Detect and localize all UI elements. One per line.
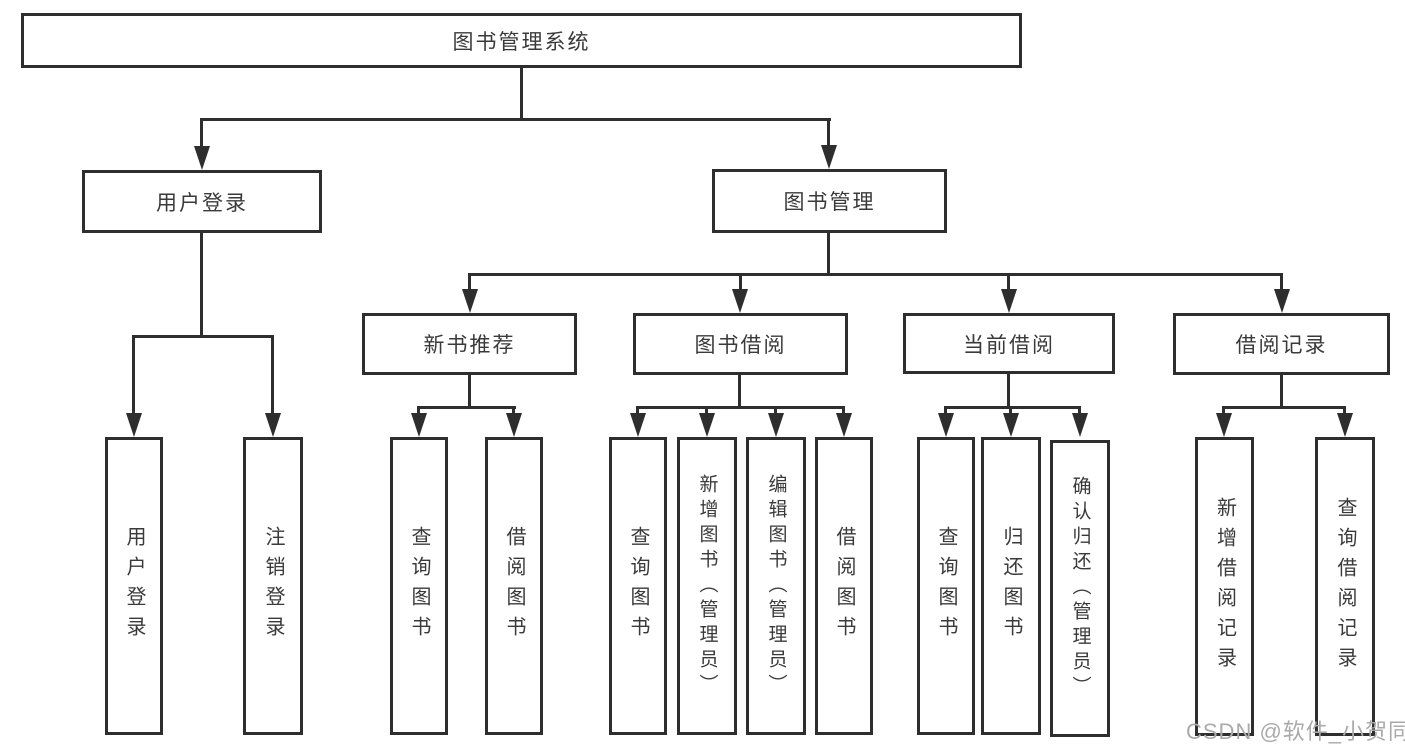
node-new-book-recommend: 新书推荐 [362, 313, 577, 375]
leaf-edit-books-admin: 编辑图书（管理员） [746, 437, 806, 735]
arrow-down-icon [126, 413, 142, 437]
node-label: 注销登录 [262, 526, 284, 646]
node-book-management: 图书管理 [712, 169, 947, 233]
connector-line [468, 273, 471, 291]
connector-line [636, 406, 845, 409]
node-user-login: 用户登录 [82, 170, 322, 233]
connector-line [468, 375, 471, 406]
connector-line [705, 406, 708, 415]
connector-line [774, 406, 777, 415]
node-label: 新书推荐 [423, 334, 516, 357]
connector-line [1009, 406, 1012, 415]
connector-line [1280, 273, 1283, 291]
node-label: 查询借阅记录 [1334, 496, 1356, 677]
connector-line [512, 406, 515, 415]
connector-line [520, 68, 523, 118]
arrow-down-icon [1274, 289, 1290, 313]
connector-line [200, 233, 203, 335]
arrow-down-icon [1003, 413, 1019, 437]
node-label: 借阅记录 [1235, 334, 1328, 357]
connector-line [271, 335, 274, 413]
leaf-return-books: 归还图书 [981, 437, 1041, 735]
connector-line [201, 118, 831, 121]
arrow-down-icon [732, 289, 748, 313]
arrow-down-icon [462, 289, 478, 313]
node-label: 用户登录 [123, 526, 145, 646]
leaf-borrow-books-borrowing: 借阅图书 [815, 437, 873, 735]
arrow-down-icon [630, 413, 646, 437]
arrow-down-icon [821, 145, 837, 169]
connector-line [417, 406, 420, 415]
node-label: 查询图书 [627, 526, 649, 646]
connector-line [1280, 375, 1283, 406]
connector-line [827, 233, 830, 273]
arrow-down-icon [938, 413, 954, 437]
connector-line [842, 406, 845, 415]
connector-line [1078, 406, 1081, 415]
watermark: CSDN @软件_小贺同学 [1186, 719, 1405, 744]
connector-line [132, 335, 135, 413]
node-current-borrowing: 当前借阅 [903, 313, 1115, 374]
leaf-query-books-recommend: 查询图书 [390, 437, 448, 735]
arrow-down-icon [506, 413, 522, 437]
leaf-borrow-books-recommend: 借阅图书 [485, 437, 543, 735]
node-label: 借阅图书 [503, 526, 525, 646]
arrow-down-icon [1216, 413, 1232, 437]
connector-line [944, 406, 1081, 409]
arrow-down-icon [1337, 413, 1353, 437]
node-label: 图书借阅 [694, 334, 787, 357]
node-label: 新增图书（管理员） [696, 473, 718, 699]
arrow-down-icon [1072, 413, 1088, 437]
connector-line [132, 335, 274, 338]
leaf-query-borrow-record: 查询借阅记录 [1315, 437, 1375, 736]
arrow-down-icon [411, 413, 427, 437]
node-label: 图书管理系统 [452, 30, 591, 54]
node-label: 归还图书 [1000, 526, 1022, 646]
arrow-down-icon [1001, 289, 1017, 313]
node-root-system: 图书管理系统 [21, 13, 1022, 68]
arrow-down-icon [194, 146, 210, 170]
connector-line [1222, 406, 1346, 409]
leaf-query-books-borrowing: 查询图书 [609, 437, 667, 735]
node-book-borrowing: 图书借阅 [633, 313, 848, 375]
node-label: 当前借阅 [963, 333, 1055, 357]
connector-line [827, 118, 830, 145]
connector-line [200, 118, 203, 146]
connector-line [1343, 406, 1346, 415]
connector-line [1222, 406, 1225, 415]
node-label: 编辑图书（管理员） [765, 473, 787, 699]
arrow-down-icon [768, 413, 784, 437]
leaf-add-borrow-record: 新增借阅记录 [1195, 437, 1254, 736]
arrow-down-icon [265, 413, 281, 437]
node-label: 查询图书 [935, 526, 957, 646]
node-label: 新增借阅记录 [1213, 496, 1236, 677]
leaf-add-books-admin: 新增图书（管理员） [677, 437, 737, 735]
leaf-confirm-return-admin: 确认归还（管理员） [1050, 440, 1110, 737]
leaf-user-login: 用户登录 [105, 437, 163, 735]
connector-line [1007, 273, 1010, 291]
connector-line [1007, 374, 1010, 406]
node-borrow-records: 借阅记录 [1173, 313, 1390, 375]
node-label: 借阅图书 [833, 526, 855, 646]
connector-line [468, 273, 1283, 276]
connector-line [738, 375, 741, 406]
node-label: 图书管理 [783, 191, 876, 214]
leaf-logout: 注销登录 [243, 437, 303, 735]
connector-line [417, 406, 516, 409]
node-label: 确认归还（管理员） [1069, 476, 1091, 701]
connector-line [636, 406, 639, 415]
node-label: 用户登录 [156, 191, 248, 215]
connector-line [739, 273, 742, 291]
node-label: 查询图书 [408, 526, 430, 646]
connector-line [944, 406, 947, 415]
arrow-down-icon [836, 413, 852, 437]
arrow-down-icon [699, 413, 715, 437]
leaf-query-books-current: 查询图书 [917, 437, 975, 735]
